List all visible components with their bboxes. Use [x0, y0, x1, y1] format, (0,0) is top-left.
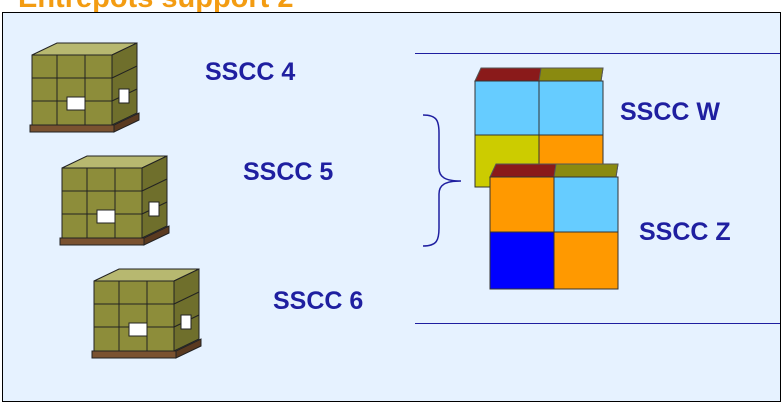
cube-label-sscc-w: SSCC W [620, 98, 720, 126]
pallet-icon [91, 268, 202, 359]
pallet-icon [29, 42, 140, 133]
diagram-panel: SSCC 4 SSCC 5 SS [2, 12, 781, 402]
top-divider [415, 53, 780, 54]
pallet-label-sscc-5: SSCC 5 [243, 158, 334, 186]
pallet-label-sscc-6: SSCC 6 [273, 287, 364, 315]
pallet-sscc-5 [57, 148, 207, 253]
pallet-sscc-6 [89, 261, 239, 366]
cube-label-sscc-z: SSCC Z [639, 218, 731, 246]
page-title: Entrepôts support 2 [18, 0, 294, 13]
bottom-divider [415, 323, 780, 324]
pallet-label-sscc-4: SSCC 4 [205, 58, 296, 86]
brace-icon [422, 114, 462, 247]
cube-sscc-z [489, 163, 619, 290]
pallet-sscc-4 [27, 35, 177, 140]
pallet-icon [59, 155, 170, 246]
